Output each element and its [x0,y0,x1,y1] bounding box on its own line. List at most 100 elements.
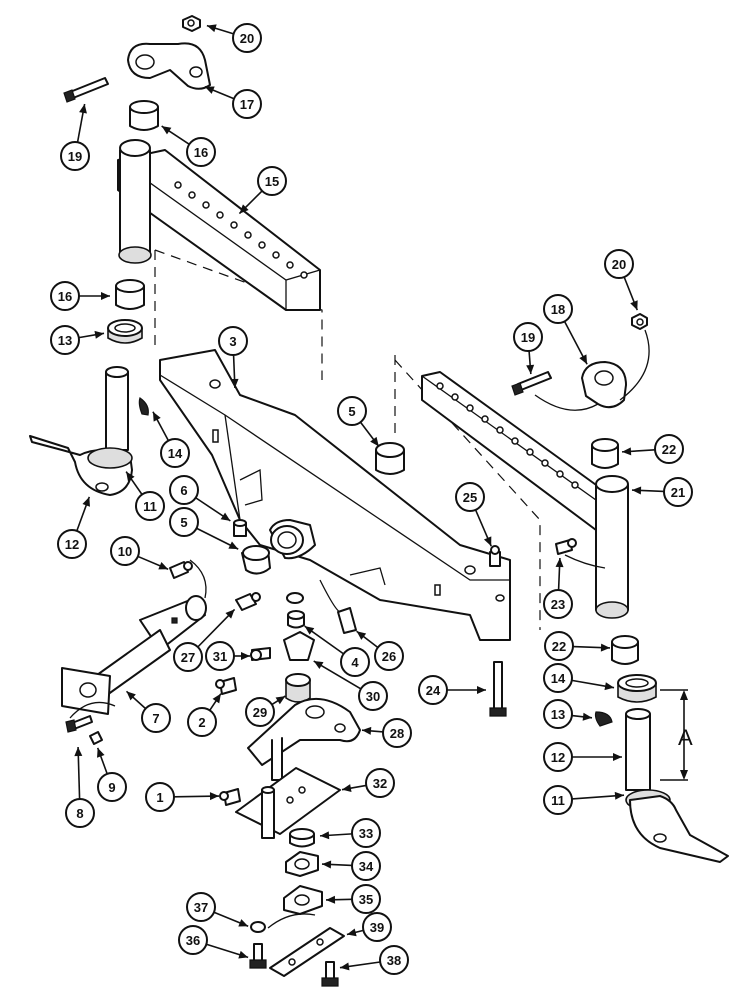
callout-circle [362,912,392,942]
callout-7: 7 [125,690,171,733]
callout-arrowhead [238,919,249,927]
plate-32 [235,767,341,839]
left-extension-beam [117,139,321,311]
callout-circle [365,768,395,798]
plate-30-screw-31 [250,631,315,661]
callout-number: 36 [186,933,200,948]
grease-fitting-27 [235,592,261,611]
callout-number: 10 [118,544,132,559]
callout-4: 4 [304,625,370,677]
callout-arrowhead [204,86,215,94]
callout-arrowhead [209,792,220,801]
callout-number: 9 [108,780,115,795]
callout-arrowhead [82,496,90,507]
callout-35: 35 [325,884,381,914]
callout-circle [604,249,634,279]
callout-number: 27 [181,650,195,665]
shims-33-34-35 [283,828,323,915]
main-axle-beam [159,349,511,641]
callout-2: 2 [187,693,222,737]
callout-19: 19 [60,103,90,171]
callout-circle [50,325,80,355]
callout-16: 16 [50,281,110,311]
callout-11: 11 [125,471,165,521]
callout-arrowhead [631,486,642,495]
callout-leader [313,660,362,690]
callout-36: 36 [178,925,249,959]
right-extension-beam [421,371,629,619]
callout-circle [186,137,216,167]
callout-circle [169,507,199,537]
callout-17: 17 [204,86,262,119]
callout-circle [141,703,171,733]
callout-circle [351,851,381,881]
callout-number: 8 [76,806,83,821]
dimension-a: A [660,689,693,781]
callout-20: 20 [604,249,639,311]
callout-15: 15 [238,166,287,215]
callout-arrowhead [341,784,352,793]
bushings-16 [115,100,159,310]
callout-circle [379,945,409,975]
callout-number: 19 [68,149,82,164]
callout-arrowhead [370,436,379,447]
callout-circle [145,782,175,812]
plate-39-fasteners [249,913,345,987]
callout-arrowhead [220,512,231,521]
callout-number: 16 [58,289,72,304]
callout-number: 13 [551,707,565,722]
callout-5: 5 [169,507,239,550]
callout-circle [205,641,235,671]
callout-number: 31 [213,649,227,664]
callout-34: 34 [321,851,381,881]
callout-arrowhead [346,928,357,937]
key-13-right [594,711,613,727]
callout-number: 23 [551,597,565,612]
callout-arrowhead [356,631,367,640]
callout-circle [544,631,574,661]
callout-13: 13 [50,325,105,355]
callout-number: 12 [65,537,79,552]
callout-31: 31 [205,641,250,671]
callout-22: 22 [544,631,611,661]
callout-29: 29 [245,695,286,727]
callout-arrowhead [313,661,324,670]
callout-arrowhead [238,950,249,959]
callout-number: 37 [194,900,208,915]
callout-arrowhead [152,411,161,422]
callout-number: 16 [194,145,208,160]
callout-25: 25 [455,482,492,547]
callout-arrowhead [79,103,87,114]
callout-number: 20 [240,31,254,46]
callout-arrowhead [228,541,239,550]
callout-arrowhead [477,686,486,694]
callout-arrowhead [126,691,136,701]
callout-circle [351,884,381,914]
callout-number: 28 [390,726,404,741]
callout-number: 35 [359,892,373,907]
callout-number: 6 [180,483,187,498]
seal-14-right [617,674,657,703]
callout-arrowhead [230,378,239,389]
callout-arrowhead [239,204,249,214]
callout-arrowhead [614,791,625,800]
callout-arrowhead [579,354,588,365]
callout-26: 26 [356,630,404,671]
callout-circle [60,141,90,171]
callout-16: 16 [161,125,216,167]
callout-37: 37 [186,892,249,927]
callout-circle [358,681,388,711]
callout-arrowhead [94,330,105,339]
callout-22: 22 [621,434,684,464]
callout-number: 5 [348,404,355,419]
callout-arrowhead [339,962,350,971]
callout-number: 20 [612,257,626,272]
callout-19: 19 [513,322,543,375]
callout-circle [543,699,573,729]
callout-circle [245,697,275,727]
callout-circle [232,89,262,119]
callout-arrowhead [161,126,172,135]
bolt-8-nut-9 [65,701,116,745]
callout-circle [110,536,140,566]
